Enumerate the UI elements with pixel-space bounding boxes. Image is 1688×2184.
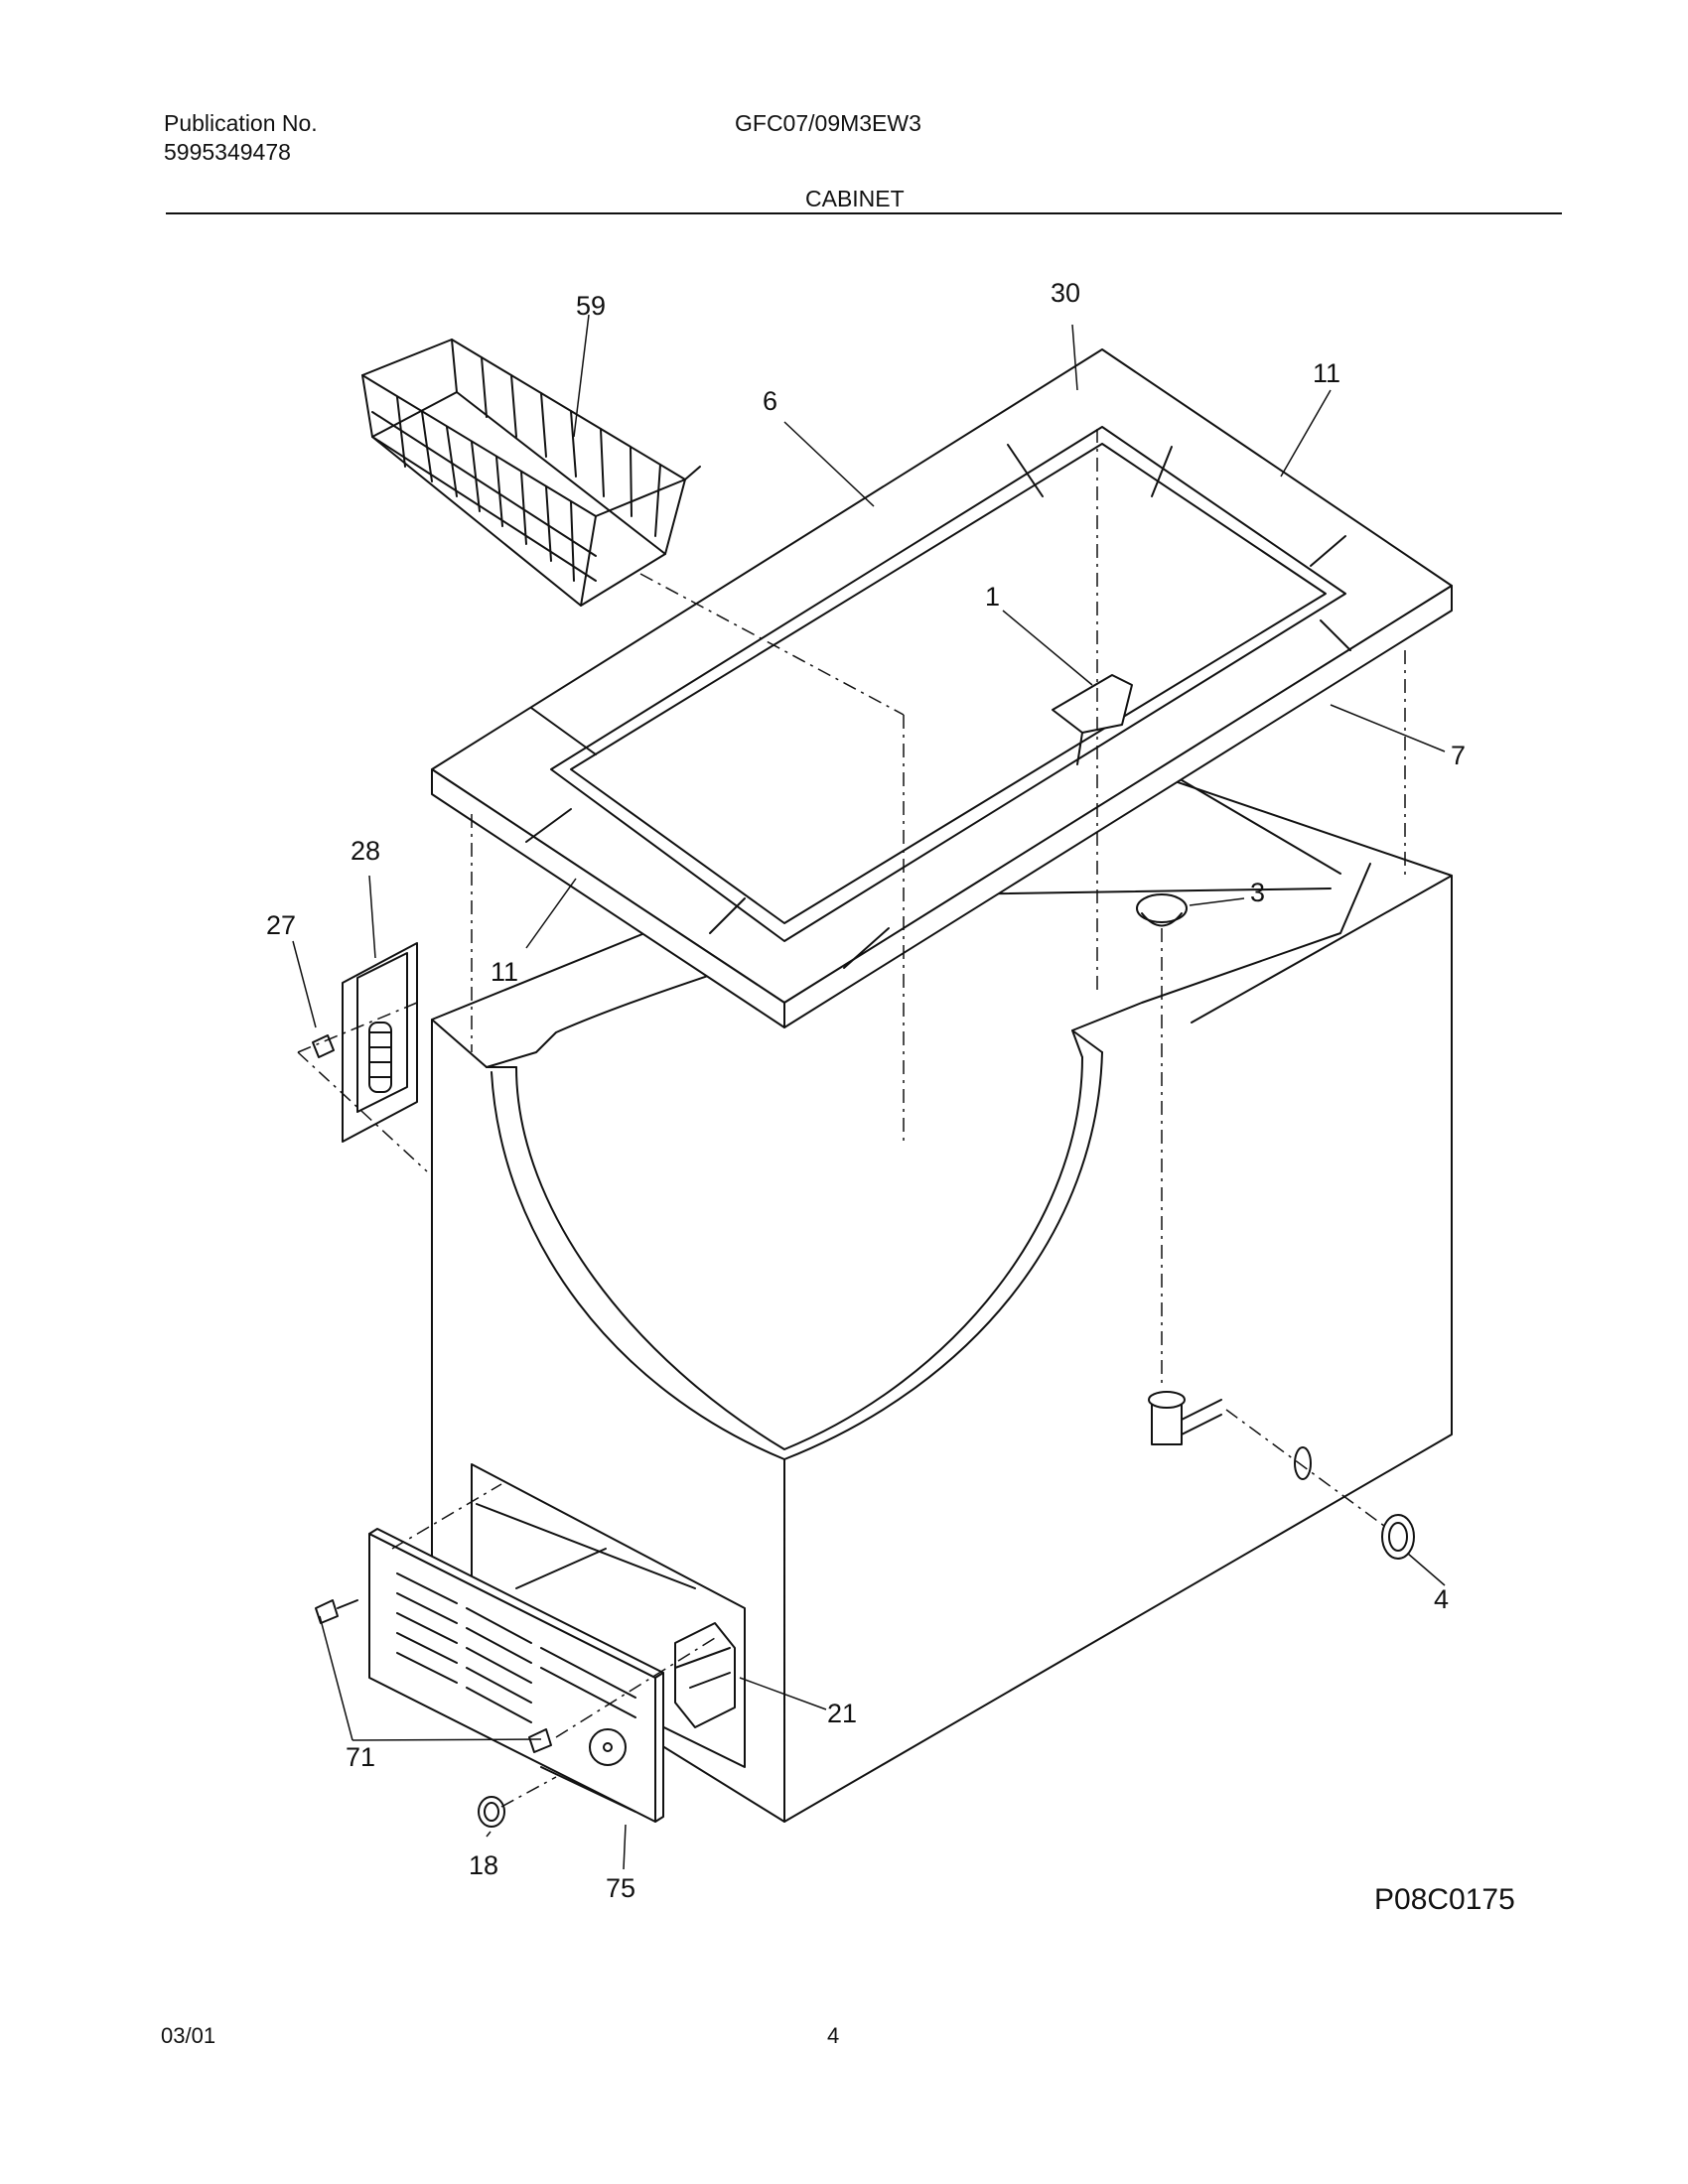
callout-4: 4	[1434, 1584, 1449, 1614]
callout-11-top: 11	[1313, 358, 1340, 388]
callout-3: 3	[1250, 878, 1265, 907]
callout-28: 28	[351, 836, 380, 866]
wire-basket	[361, 339, 701, 607]
callout-21: 21	[827, 1699, 857, 1728]
callout-27: 27	[266, 910, 296, 940]
callout-6: 6	[763, 386, 777, 416]
callout-18: 18	[469, 1850, 498, 1880]
switch-part	[674, 1622, 736, 1728]
leader-lines	[292, 314, 1446, 1870]
callout-1: 1	[985, 582, 1000, 612]
header-rule	[166, 212, 1562, 214]
page-number: 4	[827, 2023, 840, 2048]
publication-number: 5995349478	[164, 139, 291, 165]
drawing-id: P08C0175	[1374, 1883, 1515, 1916]
cabinet-body	[431, 751, 1453, 1823]
callout-59: 59	[576, 291, 606, 321]
callout-30: 30	[1051, 278, 1080, 308]
footer-date: 03/01	[161, 2023, 216, 2048]
callout-7: 7	[1451, 741, 1466, 770]
callout-71: 71	[346, 1742, 375, 1772]
section-title: CABINET	[805, 186, 905, 211]
model-number: GFC07/09M3EW3	[735, 110, 921, 136]
alignment-lines	[297, 429, 1406, 1808]
drain-parts	[1136, 893, 1415, 1560]
toe-grille	[315, 1528, 664, 1828]
lid-gasket-frame	[431, 348, 1453, 1028]
callout-75: 75	[606, 1873, 635, 1903]
callout-11-left: 11	[491, 957, 518, 987]
publication-label: Publication No.	[164, 110, 318, 136]
lid-hinge	[312, 942, 418, 1143]
